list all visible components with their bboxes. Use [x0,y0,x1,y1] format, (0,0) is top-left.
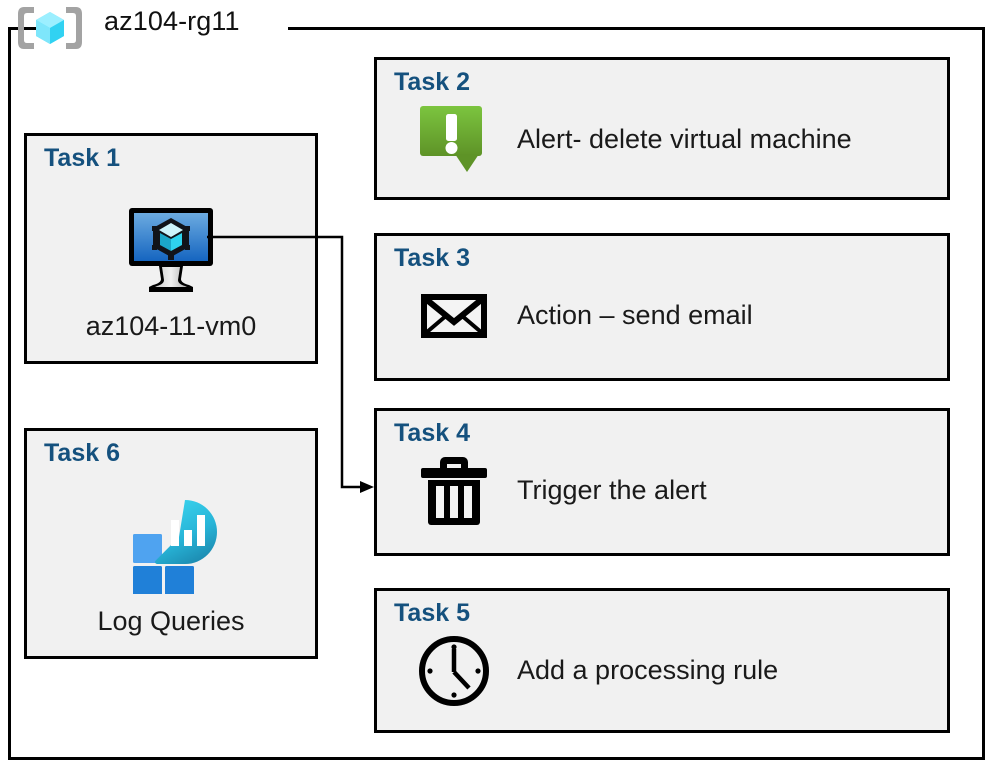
task2-content: Alert- delete virtual machine [417,102,852,176]
task-title: Task 4 [394,419,470,447]
task-box-task2[interactable]: Task 2 Alert- delete virtual machin [374,57,950,200]
resource-group-frame-top-right [288,27,985,30]
task5-content: Add a processing rule [417,633,778,707]
task1-caption: az104-11-vm0 [85,311,257,341]
task3-content: Action – send email [417,278,753,352]
resource-group-name: az104-rg11 [104,6,240,36]
resource-group-frame [8,27,985,760]
task4-content: Trigger the alert [417,453,707,527]
task-title: Task 3 [394,244,470,272]
envelope-icon [417,278,491,352]
task-title: Task 2 [394,68,470,96]
trash-can-icon [417,453,491,527]
task-title: Task 6 [44,439,120,467]
task-box-task3[interactable]: Task 3 Action – send email [374,233,950,381]
alert-exclamation-icon [417,102,491,176]
task2-label: Alert- delete virtual machine [517,123,852,154]
task-title: Task 5 [394,599,470,627]
task3-label: Action – send email [517,299,753,330]
task-box-task4[interactable]: Task 4 Trigger the alert [374,408,950,556]
virtual-machine-icon [27,194,315,304]
task-box-task5[interactable]: Task 5 Add a processing rule [374,588,950,733]
azure-resource-group-icon [14,4,86,52]
log-queries-icon [27,489,315,599]
task-box-task1[interactable]: Task 1 [24,133,318,364]
clock-icon [417,633,491,707]
task-title: Task 1 [44,144,120,172]
task6-caption: Log Queries [97,606,245,636]
resource-group-frame-top-left [8,27,42,30]
task4-label: Trigger the alert [517,474,707,505]
task5-label: Add a processing rule [517,654,779,685]
task-box-task6[interactable]: Task 6 [24,428,318,659]
